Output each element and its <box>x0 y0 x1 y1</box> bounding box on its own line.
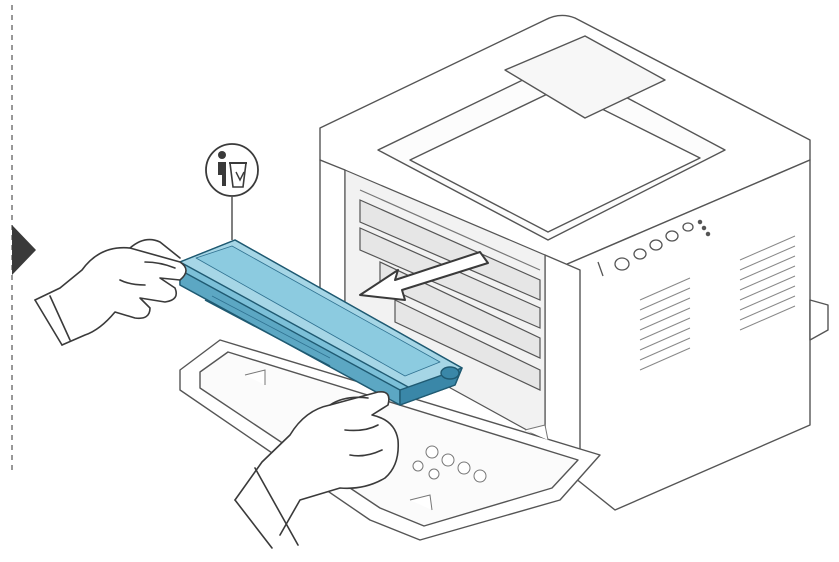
printer-body <box>319 14 829 511</box>
toner-cartridge <box>179 239 463 406</box>
triangle-right-icon <box>12 225 36 275</box>
arrow-left-icon <box>359 251 489 301</box>
right-hand <box>234 390 400 549</box>
recycle-disposal-icon <box>205 143 259 240</box>
door-details <box>244 369 549 511</box>
side-vents <box>639 235 796 371</box>
left-hand <box>34 238 187 346</box>
control-panel <box>597 219 711 277</box>
printer-cavity <box>344 169 546 442</box>
